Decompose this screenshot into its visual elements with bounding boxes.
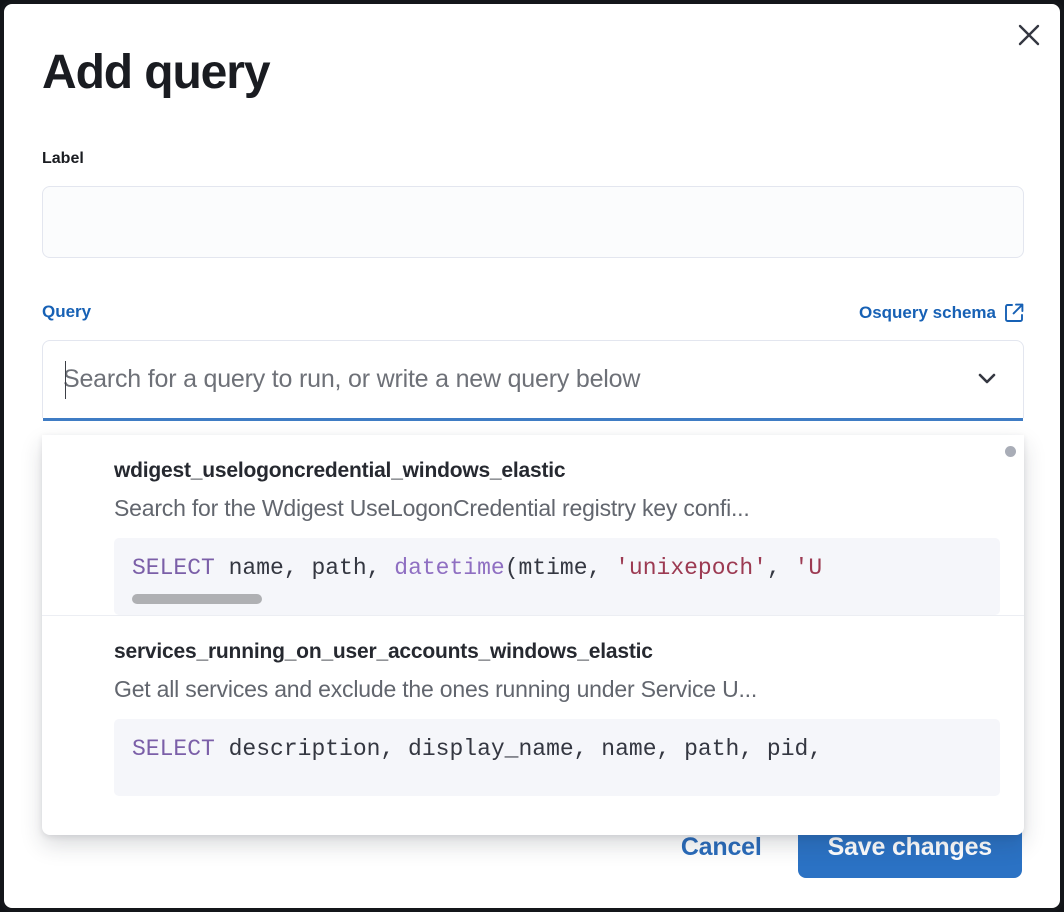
close-icon-button[interactable]	[1010, 16, 1048, 54]
chevron-down-icon	[973, 364, 1001, 395]
sql-horizontal-scrollbar[interactable]	[114, 766, 1000, 796]
option-title: services_running_on_user_accounts_window…	[114, 639, 653, 663]
option-description: Search for the Wdigest UseLogonCredentia…	[114, 495, 750, 522]
sql-token-function: datetime	[394, 555, 505, 582]
query-header-row: Query Osquery schema	[42, 302, 1024, 322]
sql-code-line: SELECT description, display_name, name, …	[114, 733, 1000, 766]
sql-token-keyword: SELECT	[132, 555, 215, 582]
list-item[interactable]: wdigest_uselogoncredential_windows_elast…	[42, 435, 1024, 615]
cancel-button[interactable]: Cancel	[659, 821, 784, 874]
query-dropdown-toggle-button[interactable]	[967, 359, 1007, 399]
query-field-label: Query	[42, 302, 92, 322]
sql-token-plain: description, display_name, name, path, p…	[214, 736, 823, 763]
sql-token-string: 'unixepoch'	[615, 555, 767, 582]
text-caret	[65, 360, 66, 399]
list-item[interactable]: services_running_on_user_accounts_window…	[42, 614, 1024, 796]
label-input[interactable]	[42, 186, 1024, 259]
option-title: wdigest_uselogoncredential_windows_elast…	[114, 459, 566, 482]
sql-token-plain: (mtime,	[504, 555, 616, 582]
query-options-dropdown[interactable]: wdigest_uselogoncredential_windows_elast…	[42, 435, 1024, 835]
sql-token-plain: ,	[766, 555, 795, 582]
osquery-schema-link-label: Osquery schema	[858, 302, 996, 322]
sql-token-keyword: SELECT	[132, 736, 215, 763]
query-search-combobox[interactable]: Search for a query to run, or write a ne…	[42, 339, 1024, 421]
option-description: Get all services and exclude the ones ru…	[114, 676, 758, 703]
dropdown-option-list: wdigest_uselogoncredential_windows_elast…	[42, 435, 1024, 796]
sql-horizontal-scrollbar-thumb[interactable]	[132, 593, 262, 604]
sql-code-line: SELECT name, path, datetime(mtime, 'unix…	[114, 552, 1000, 585]
modal-body: Add query Label Query Osquery schema Se	[4, 4, 1060, 908]
sql-horizontal-scrollbar[interactable]	[114, 585, 1000, 615]
label-form-row: Label	[42, 148, 1024, 259]
page-title: Add query	[42, 46, 271, 99]
close-icon	[1018, 24, 1040, 46]
external-link-icon	[1005, 303, 1024, 322]
query-search-placeholder: Search for a query to run, or write a ne…	[63, 364, 641, 393]
label-field-label: Label	[42, 149, 84, 167]
option-sql-code-block: SELECT description, display_name, name, …	[114, 719, 1000, 796]
dropdown-scrollbar-thumb[interactable]	[1005, 446, 1016, 457]
sql-token-string: 'U	[794, 555, 823, 582]
osquery-schema-link[interactable]: Osquery schema	[859, 303, 1024, 323]
option-sql-code-block: SELECT name, path, datetime(mtime, 'unix…	[114, 538, 1000, 615]
sql-token-plain: name, path,	[214, 555, 395, 582]
